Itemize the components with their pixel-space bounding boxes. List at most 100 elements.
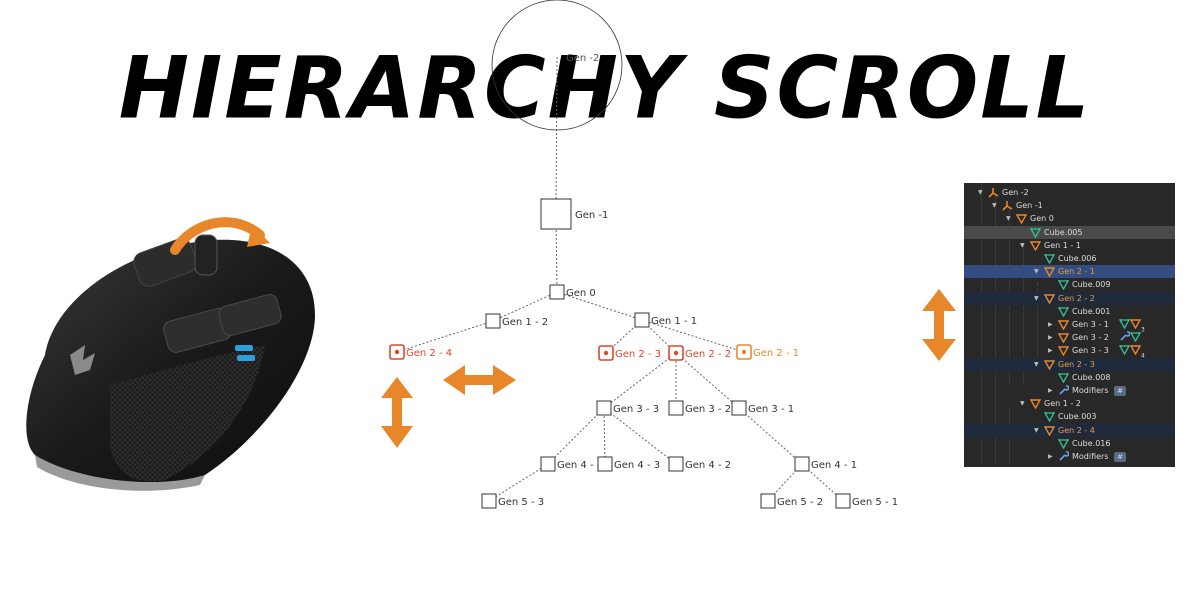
graph-edge (488, 463, 549, 502)
node-box[interactable] (760, 493, 776, 509)
children-icons: 3 (1118, 318, 1145, 337)
outliner-row[interactable]: ▼ Gen -2 (964, 186, 1175, 199)
outliner-row[interactable]: ▼Gen 1 - 2 (964, 397, 1175, 410)
mesh-data-icon (1029, 226, 1042, 240)
tree-guide-line (981, 183, 982, 463)
outliner-row[interactable]: ▼ Gen 0 (964, 212, 1175, 225)
mesh-icon (1057, 331, 1070, 345)
node-box[interactable] (596, 400, 612, 416)
outliner-row[interactable]: ▶Modifiers# (964, 450, 1175, 463)
mesh-icon (1015, 212, 1028, 226)
node-label: Gen -2 (566, 53, 599, 64)
outliner-row[interactable]: Cube.006 (964, 252, 1175, 265)
mesh-icon (1029, 397, 1042, 411)
graph-node-gen1-1[interactable]: Gen 1 - 1 (634, 312, 697, 328)
graph-node-gen4-1[interactable]: Gen 4 - 1 (794, 456, 857, 472)
collapse-arrow-icon[interactable]: ▼ (1034, 268, 1039, 276)
outliner-row[interactable]: Cube.003 (964, 410, 1175, 423)
mesh-icon (1057, 344, 1070, 358)
outliner-row[interactable]: ▼Gen -1 (964, 199, 1175, 212)
graph-node-gen2-1[interactable]: Gen 2 - 1 (736, 344, 799, 360)
outliner-row[interactable]: ▼Gen 2 - 3 (964, 357, 1175, 371)
node-dot (603, 350, 609, 356)
mesh-data-icon (1057, 437, 1070, 451)
graph-node-gen-1[interactable]: Gen -1 (540, 198, 608, 230)
outliner-row[interactable]: Cube.001 (964, 305, 1175, 318)
outliner-row[interactable]: ▼Gen 2 - 1 (964, 265, 1175, 279)
outliner-row[interactable]: ▶Modifiers# (964, 384, 1175, 397)
collapse-arrow-icon[interactable]: ▼ (992, 202, 997, 210)
mouse-side-grip (110, 345, 265, 482)
wrench-icon (1058, 450, 1070, 464)
collapse-arrow-icon[interactable]: ▼ (1006, 215, 1011, 223)
graph-node-gen3-2[interactable]: Gen 3 - 2 (668, 400, 731, 416)
graph-node-gen4-4[interactable]: Gen 4 - 4 (540, 456, 603, 472)
node-label: Gen 4 - 2 (685, 460, 731, 471)
mesh-icon (1043, 292, 1056, 306)
node-box[interactable] (540, 198, 572, 230)
graph-node-gen5-3[interactable]: Gen 5 - 3 (481, 493, 544, 509)
collapse-arrow-icon[interactable]: ▼ (1034, 360, 1039, 368)
graph-node-gen2-3[interactable]: Gen 2 - 3 (598, 345, 661, 361)
collapse-arrow-icon[interactable]: ▼ (1020, 241, 1025, 249)
node-box[interactable] (634, 312, 650, 328)
outliner-row[interactable]: ▼Gen 2 - 4 (964, 423, 1175, 438)
node-box[interactable] (731, 400, 747, 416)
outliner-row[interactable]: Cube.005 (964, 225, 1175, 240)
outliner-row[interactable]: ▼Gen 2 - 2 (964, 291, 1175, 306)
graph-node-gen5-2[interactable]: Gen 5 - 2 (760, 493, 823, 509)
graph-node-gen4-2[interactable]: Gen 4 - 2 (668, 456, 731, 472)
mesh-data-icon (1043, 252, 1056, 266)
node-box[interactable] (597, 456, 613, 472)
graph-node-gen3-1[interactable]: Gen 3 - 1 (731, 400, 794, 416)
graph-node-gen2-4[interactable]: Gen 2 - 4 (389, 344, 452, 360)
outliner-row[interactable]: Cube.016 (964, 437, 1175, 450)
modifier-badge-icon: # (1114, 450, 1126, 463)
node-box[interactable] (668, 456, 684, 472)
expand-arrow-icon[interactable]: ▶ (1048, 321, 1053, 328)
graph-node-gen0[interactable]: Gen 0 (549, 284, 596, 300)
node-box[interactable] (835, 493, 851, 509)
node-label: Gen 5 - 2 (777, 497, 823, 508)
mesh-icon (1043, 424, 1056, 438)
outliner-row[interactable]: ▶ Gen 3 - 1 3 (964, 318, 1175, 334)
graph-node-gen5-1[interactable]: Gen 5 - 1 (835, 493, 898, 509)
expand-arrow-icon[interactable]: ▶ (1048, 387, 1053, 394)
outliner-row-label: Cube.009 (1072, 280, 1111, 290)
outliner-row-label: Gen 3 - 1 (1072, 320, 1109, 329)
armature-icon (1002, 199, 1013, 213)
collapse-arrow-icon[interactable]: ▼ (1034, 294, 1039, 302)
scroll-rotate-arrow-icon (170, 217, 265, 255)
focus-circle (491, 0, 623, 131)
node-box[interactable] (794, 456, 810, 472)
outliner-row-label: Gen 0 (1030, 214, 1054, 224)
node-box[interactable] (540, 456, 556, 472)
collapse-arrow-icon[interactable]: ▼ (1034, 426, 1039, 434)
node-box[interactable] (481, 493, 497, 509)
node-box[interactable] (668, 400, 684, 416)
outliner-row[interactable]: ▶Gen 3 - 2 (964, 331, 1175, 344)
node-box[interactable] (549, 284, 565, 300)
armature-icon (988, 186, 999, 200)
outliner-row-label: Gen -2 (1002, 188, 1029, 197)
expand-arrow-icon[interactable]: ▶ (1048, 453, 1053, 460)
outliner-row[interactable]: Cube.009 (964, 278, 1175, 291)
page-title: HIERARCHY SCROLL (118, 38, 1092, 138)
graph-node-gen1-2[interactable]: Gen 1 - 2 (485, 313, 548, 329)
graph-node-gen4-3[interactable]: Gen 4 - 3 (597, 456, 660, 472)
outliner-row[interactable]: ▼Gen 1 - 1 (964, 239, 1175, 252)
outliner-row[interactable]: Cube.008 (964, 371, 1175, 384)
collapse-arrow-icon[interactable]: ▼ (1020, 400, 1025, 408)
node-label: Gen 3 - 3 (613, 404, 659, 415)
graph-node-gen2-2[interactable]: Gen 2 - 2 (668, 345, 731, 361)
graph-node-gen3-3[interactable]: Gen 3 - 3 (596, 400, 659, 416)
node-label: Gen 5 - 3 (498, 497, 544, 508)
expand-arrow-icon[interactable]: ▶ (1048, 334, 1053, 342)
graph-node-gen-2[interactable]: Gen -2 (491, 0, 623, 131)
node-box[interactable] (485, 313, 501, 329)
collapse-arrow-icon[interactable]: ▼ (978, 189, 983, 196)
expand-arrow-icon[interactable]: ▶ (1048, 347, 1053, 355)
